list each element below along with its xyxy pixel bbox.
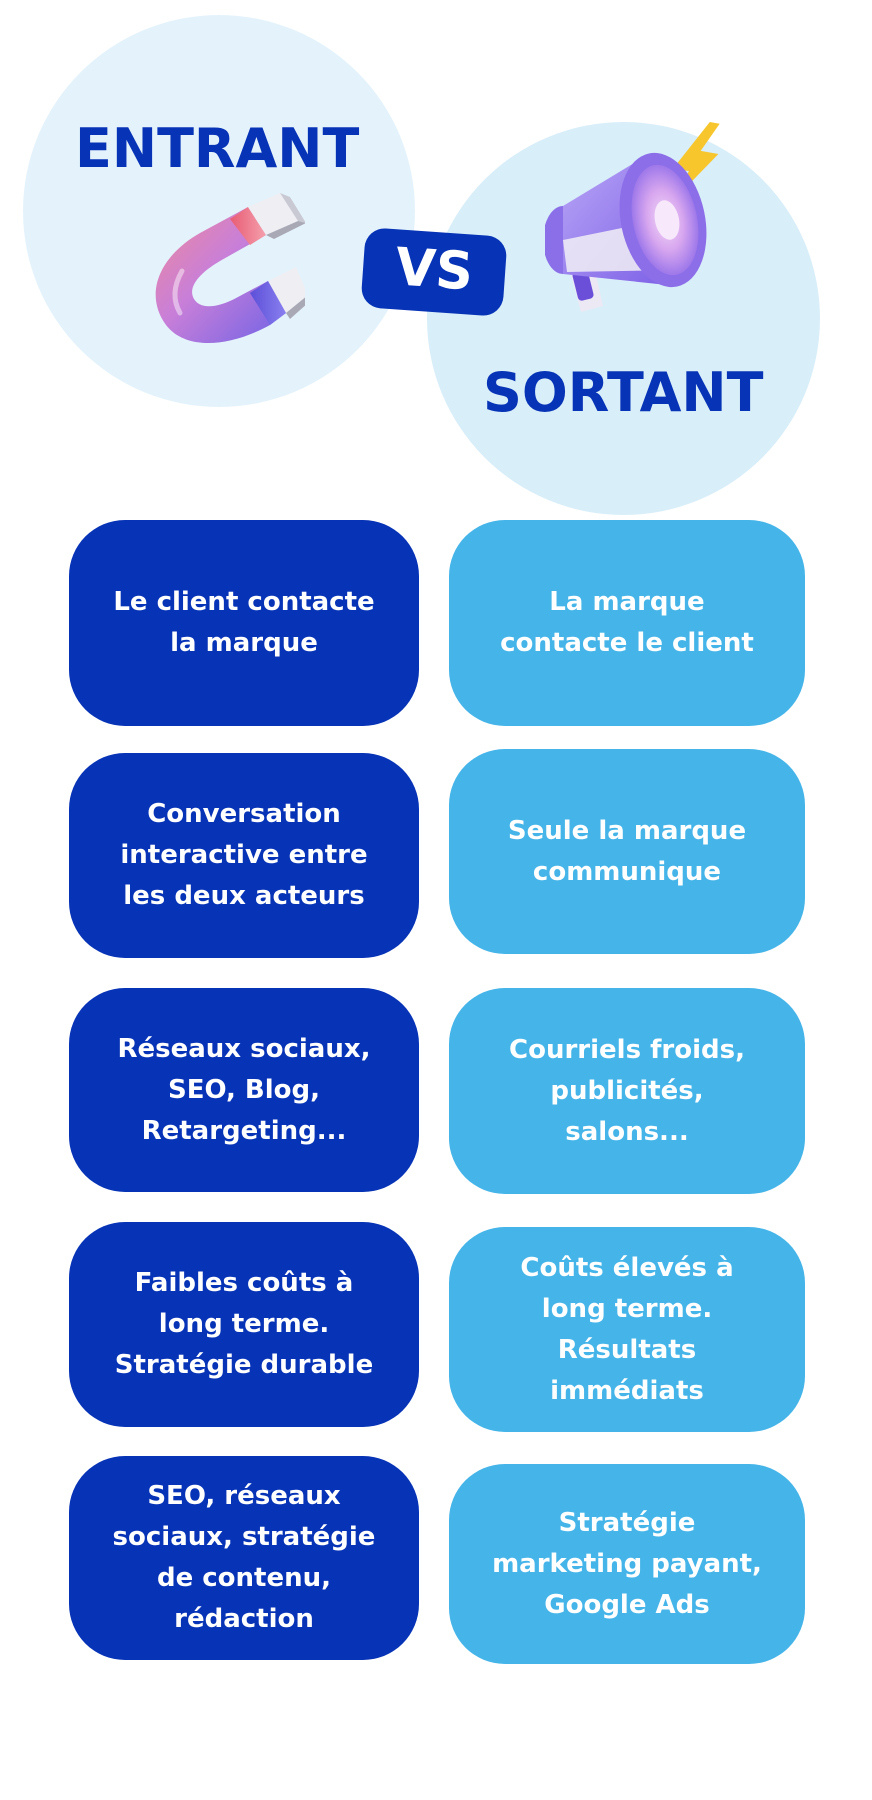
outbound-card-text: Seule la marque communique: [507, 815, 747, 887]
outbound-card-text: La marque contacte le client: [500, 587, 754, 658]
inbound-title: ENTRANT: [75, 117, 360, 180]
inbound-card: Réseaux sociaux, SEO, Blog, Retargeting.…: [69, 988, 419, 1192]
inbound-card: Le client contacte la marque: [69, 520, 419, 726]
inbound-card: SEO, réseaux sociaux, stratégie de conte…: [69, 1456, 419, 1660]
inbound-card: Conversation interactive entre les deux …: [69, 753, 419, 958]
inbound-card-text: SEO, réseaux sociaux, stratégie de conte…: [112, 1481, 376, 1634]
megaphone-icon: [543, 120, 745, 330]
inbound-card: Faibles coûts à long terme. Stratégie du…: [69, 1222, 419, 1427]
magnet-icon: [130, 185, 308, 360]
outbound-card: Coûts élevés à long terme. Résultats imm…: [449, 1227, 805, 1432]
outbound-card-text: Courriels froids, publicités, salons...: [509, 1034, 745, 1147]
outbound-card: Stratégie marketing payant, Google Ads: [449, 1464, 805, 1664]
inbound-card-text: Le client contacte la marque: [113, 587, 375, 658]
outbound-card: Courriels froids, publicités, salons...: [449, 988, 805, 1194]
vs-badge: VS: [360, 227, 508, 317]
inbound-card-text: Faibles coûts à long terme. Stratégie du…: [114, 1268, 374, 1380]
inbound-card-text: Conversation interactive entre les deux …: [120, 799, 368, 911]
outbound-card: Seule la marque communique: [449, 749, 805, 954]
outbound-card-text: Stratégie marketing payant, Google Ads: [492, 1507, 762, 1620]
outbound-card: La marque contacte le client: [449, 520, 805, 726]
vs-label: VS: [393, 237, 475, 303]
inbound-card-text: Réseaux sociaux, SEO, Blog, Retargeting.…: [117, 1033, 371, 1146]
outbound-card-text: Coûts élevés à long terme. Résultats imm…: [520, 1252, 734, 1406]
outbound-title: SORTANT: [483, 361, 764, 424]
